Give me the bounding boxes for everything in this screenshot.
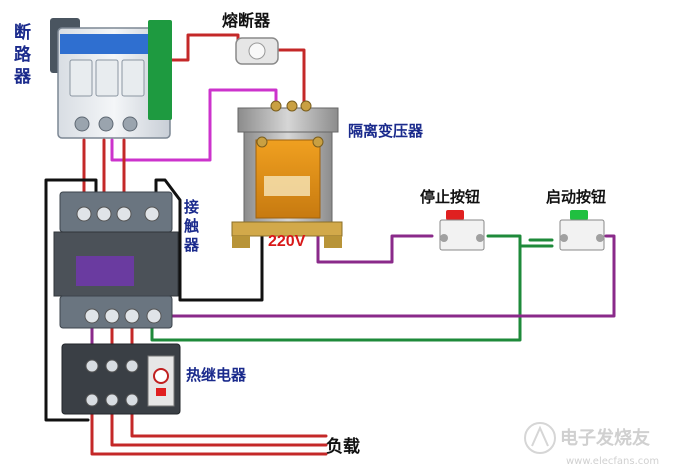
wire-load-1	[90, 408, 328, 456]
transformer-label: 隔离变压器	[348, 122, 424, 140]
watermark: 电子发烧友 www.elecfans.com	[524, 422, 659, 467]
contactor-terminal-bottom-3	[124, 308, 140, 324]
contactor-label-char-2: 触	[184, 217, 199, 235]
transformer-terminal-5	[312, 136, 324, 148]
watermark-brand: 电子发烧友	[560, 427, 650, 449]
contactor-terminal-bottom-2	[104, 308, 120, 324]
breaker-terminal-1	[74, 116, 90, 132]
transformer-terminal-3	[300, 100, 312, 112]
breaker-label-char-2: 路	[14, 44, 32, 65]
transformer-nameplate	[264, 176, 310, 196]
wire-purple-to-stop	[316, 194, 434, 264]
relay-terminal-bottom-3	[125, 393, 139, 407]
contactor-label-char-1: 接	[184, 198, 199, 216]
breaker-terminal-3	[122, 116, 138, 132]
start-button-label: 启动按钮	[546, 188, 606, 206]
contactor-terminal-top-4	[144, 206, 160, 222]
start-button-cap	[570, 210, 588, 220]
relay-terminal-bottom-2	[105, 393, 119, 407]
relay-reset	[156, 388, 166, 396]
stop-button-cap	[446, 210, 464, 220]
relay-terminal-top-1	[85, 359, 99, 373]
fuse-cap	[248, 42, 266, 60]
voltage-label: 220V	[268, 233, 306, 250]
wire-black-coil	[154, 138, 264, 302]
thermal-relay-label: 热继电器	[186, 366, 247, 384]
relay-terminal-top-2	[105, 359, 119, 373]
breaker-switch-2	[95, 59, 119, 97]
wire-purple-return	[158, 234, 616, 318]
contactor-terminal-top-2	[96, 206, 112, 222]
breaker-label-plate	[60, 34, 160, 54]
start-button	[559, 210, 605, 251]
breaker-label-char-1: 断	[14, 22, 31, 43]
fuse	[235, 37, 279, 65]
wire-load-2	[110, 408, 328, 447]
breaker-side-panel	[148, 20, 172, 120]
stop-button-body	[439, 219, 485, 251]
transformer-terminal-2	[286, 100, 298, 112]
transformer-foot-left	[232, 236, 250, 248]
relay-terminal-top-3	[125, 359, 139, 373]
wire-magenta-breaker-to-transformer	[110, 88, 278, 162]
stop-button-terminal-2	[476, 234, 484, 242]
contactor-terminal-top-1	[76, 206, 92, 222]
fuse-label: 熔断器	[222, 11, 271, 30]
breaker-terminal-2	[98, 116, 114, 132]
wire-load-3	[130, 408, 328, 438]
start-button-terminal-2	[596, 234, 604, 242]
thermal-relay	[61, 343, 181, 415]
start-button-terminal-1	[560, 234, 568, 242]
transformer-terminal-1	[270, 100, 282, 112]
contactor-window	[76, 256, 134, 286]
contactor-terminal-top-3	[116, 206, 132, 222]
wire-red-fuse-to-transformer	[274, 48, 306, 106]
stop-button	[439, 210, 485, 251]
contactor-label-char-3: 器	[183, 236, 200, 254]
wire-red-breaker-to-fuse	[170, 33, 240, 62]
transformer-top-bracket	[237, 107, 339, 133]
load-label: 负载	[326, 436, 360, 457]
watermark-logo-icon	[524, 422, 556, 454]
start-button-body	[559, 219, 605, 251]
contactor-terminal-bottom-4	[146, 308, 162, 324]
circuit-breaker	[50, 18, 172, 139]
relay-dial	[153, 368, 169, 384]
contactor	[53, 191, 179, 329]
stop-button-label: 停止按钮	[420, 188, 480, 206]
relay-terminal-bottom-1	[85, 393, 99, 407]
breaker-switch-1	[69, 59, 93, 97]
wire-green-stop-to-start	[486, 234, 554, 248]
transformer-foot-right	[324, 236, 342, 248]
watermark-url: www.elecfans.com	[566, 456, 659, 467]
transformer-base	[231, 221, 343, 237]
isolating-transformer	[231, 100, 343, 248]
stop-button-terminal-1	[440, 234, 448, 242]
contactor-terminal-bottom-1	[84, 308, 100, 324]
breaker-label-char-3: 器	[13, 67, 32, 87]
wire-green-feedback	[150, 244, 522, 342]
breaker-switch-3	[121, 59, 145, 97]
transformer-terminal-4	[256, 136, 268, 148]
